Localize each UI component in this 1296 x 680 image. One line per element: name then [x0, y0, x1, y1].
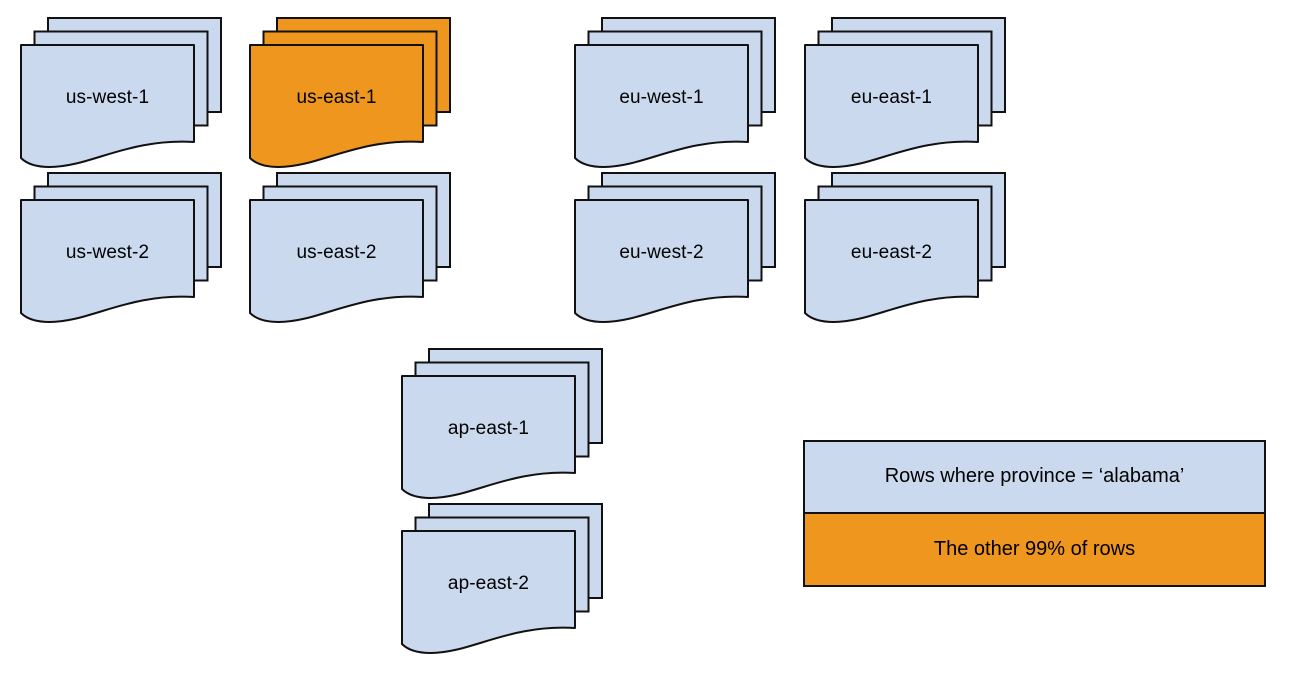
document-stack-shape — [401, 348, 603, 499]
document-stack-shape — [401, 503, 603, 654]
document-stack-us-west-2[interactable]: us-west-2 — [20, 172, 222, 323]
document-stack-shape — [20, 172, 222, 323]
document-stack-shape — [574, 172, 776, 323]
legend: Rows where province = ‘alabama’ The othe… — [803, 440, 1266, 587]
document-sheet-front — [249, 199, 424, 323]
document-stack-shape — [249, 17, 451, 168]
document-sheet-front — [574, 44, 749, 168]
document-sheet-front — [20, 44, 195, 168]
legend-item-label: Rows where province = ‘alabama’ — [884, 465, 1185, 488]
document-stack-eu-west-2[interactable]: eu-west-2 — [574, 172, 776, 323]
document-sheet-front — [20, 199, 195, 323]
document-sheet-front — [574, 199, 749, 323]
document-stack-us-east-2[interactable]: us-east-2 — [249, 172, 451, 323]
document-sheet-front — [249, 44, 424, 168]
document-stack-us-west-1[interactable]: us-west-1 — [20, 17, 222, 168]
document-stack-shape — [804, 17, 1006, 168]
document-sheet-front — [804, 44, 979, 168]
document-stack-eu-west-1[interactable]: eu-west-1 — [574, 17, 776, 168]
legend-item-label: The other 99% of rows — [933, 537, 1136, 560]
document-stack-ap-east-1[interactable]: ap-east-1 — [401, 348, 603, 499]
document-stack-shape — [804, 172, 1006, 323]
document-stack-ap-east-2[interactable]: ap-east-2 — [401, 503, 603, 654]
document-stack-shape — [249, 172, 451, 323]
document-stack-shape — [20, 17, 222, 168]
document-stack-eu-east-2[interactable]: eu-east-2 — [804, 172, 1006, 323]
legend-item-orange: The other 99% of rows — [805, 513, 1264, 585]
legend-item-blue: Rows where province = ‘alabama’ — [805, 442, 1264, 514]
document-sheet-front — [401, 375, 576, 499]
document-sheet-front — [804, 199, 979, 323]
document-sheet-front — [401, 530, 576, 654]
document-stack-shape — [574, 17, 776, 168]
document-stack-us-east-1[interactable]: us-east-1 — [249, 17, 451, 168]
document-stack-eu-east-1[interactable]: eu-east-1 — [804, 17, 1006, 168]
